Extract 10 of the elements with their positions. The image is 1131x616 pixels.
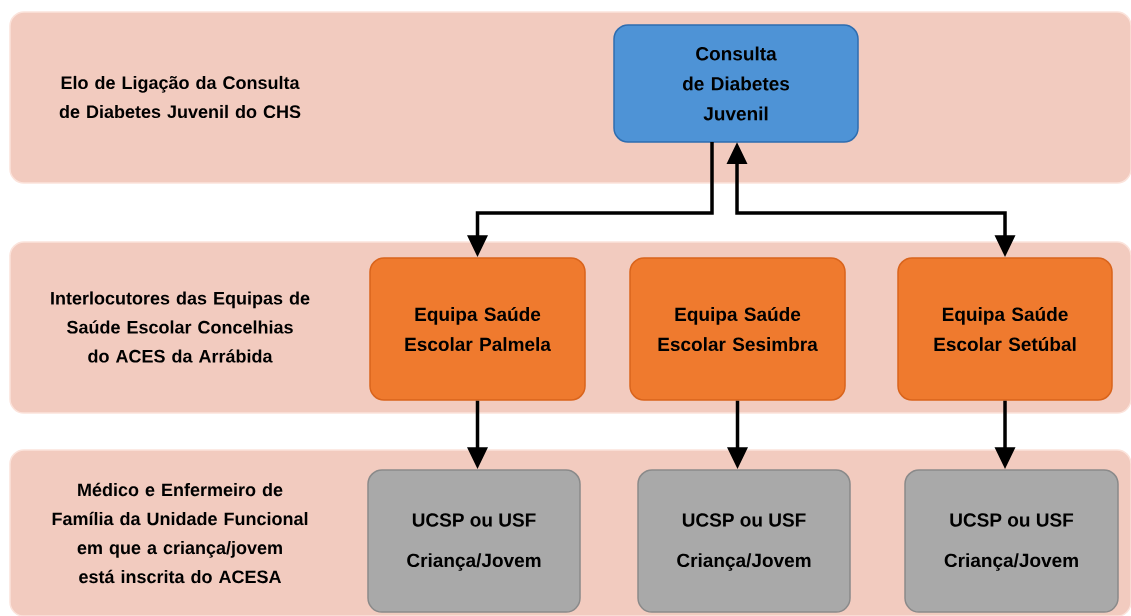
process-box: Equipa Saúde Escolar Sesimbra — [629, 257, 846, 401]
process-box: Equipa Saúde Escolar Setúbal — [897, 257, 1113, 401]
band-label: Elo de Ligação da Consulta de Diabetes Juvenil do CHS — [59, 75, 301, 119]
process-box: UCSP ou USF Criança/Jovem — [367, 469, 581, 613]
band-label: Interlocutores das Equipas de Saúde Escolar Concelhias do ACES da Arrábida — [51, 291, 310, 363]
process-box: Consulta de Diabetes Juvenil — [613, 24, 859, 143]
process-box: Equipa Saúde Escolar Palmela — [369, 257, 586, 401]
process-box: UCSP ou USF Criança/Jovem — [637, 469, 851, 613]
band-label: Médico e Enfermeiro de Família da Unidade Funcional em que a criança/jovem está inscrita do ACESA — [52, 482, 308, 584]
process-box: UCSP ou USF Criança/Jovem — [904, 469, 1119, 613]
